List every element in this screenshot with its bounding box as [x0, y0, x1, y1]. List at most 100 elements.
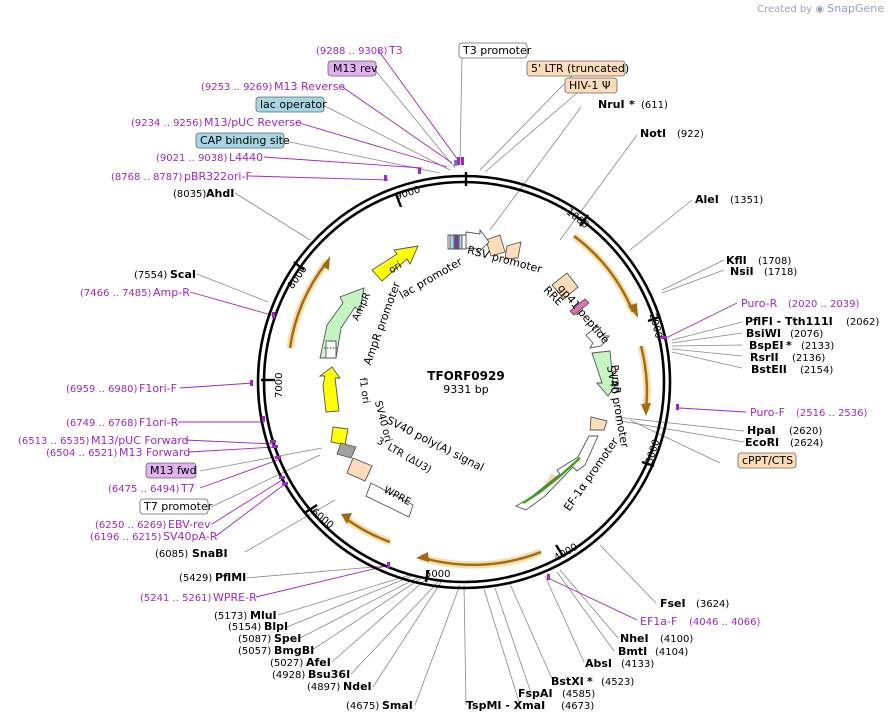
feature-label-ampr-promoter: AmpR promoter [361, 280, 403, 367]
svg-text:NotI: NotI [640, 127, 666, 140]
svg-text:(6475 .. 6494): (6475 .. 6494) [108, 484, 180, 495]
feature-label-rsv-promoter: RSV promoter [466, 243, 544, 276]
svg-text:M13/pUC Reverse: M13/pUC Reverse [204, 116, 302, 129]
primer-leader-lines [178, 49, 747, 621]
primer-amp-r: (7466 .. 7485)Amp-R [80, 286, 190, 299]
svg-text:FspAI: FspAI [518, 687, 553, 700]
credit-brand: SnapGene [827, 2, 884, 15]
svg-text:(2624): (2624) [790, 438, 823, 449]
svg-text:(4100): (4100) [660, 634, 693, 645]
box-hiv-psi: HIV-1 Ψ [569, 79, 611, 92]
svg-text:(1708): (1708) [758, 256, 791, 267]
svg-text:BstXI: BstXI [551, 675, 584, 688]
primers-left: (9288 .. 9308)T3 (9253 .. 9269)M13 Rever… [18, 44, 403, 604]
svg-text:T7: T7 [180, 482, 195, 495]
enzyme-ecori: EcoRI(2624) [745, 436, 823, 449]
tick-label-6000: 6000 [309, 507, 336, 532]
svg-text:NsiI: NsiI [730, 265, 754, 278]
svg-text:(6749 .. 6768): (6749 .. 6768) [66, 418, 138, 429]
enzyme-ahdi: (8035)AhdI [173, 187, 234, 200]
svg-text:(2062): (2062) [846, 317, 879, 328]
svg-text:(5057): (5057) [238, 646, 271, 657]
feature-label-puror: PuroR [608, 364, 622, 394]
snapgene-credit: Created by ◉ SnapGene [757, 2, 884, 15]
svg-text:(2136): (2136) [792, 353, 825, 364]
primer-puro-f: Puro-F(2516 .. 2536) [750, 406, 868, 419]
svg-text:(6959 .. 6980): (6959 .. 6980) [66, 384, 138, 395]
ltr3-box [346, 457, 373, 482]
enzyme-absi: AbsI(4133) [585, 657, 654, 670]
enzyme-bsteii: BstEII(2154) [751, 363, 833, 376]
enzyme-bstxi: BstXI*(4523) [551, 675, 634, 688]
svg-text:(6085): (6085) [155, 549, 188, 560]
svg-text:NheI: NheI [620, 632, 649, 645]
primer-f1ori-f: (6959 .. 6980)F1ori-F [66, 382, 177, 395]
backbone-outer [256, 174, 672, 590]
primer-t7: (6475 .. 6494)T7 [108, 482, 195, 495]
snapgene-logo-icon: ◉ [815, 4, 825, 15]
sv40-polya-box [336, 442, 357, 459]
tick-label-2000: 2000 [647, 312, 664, 339]
enzymes-left: (8035)AhdI (7554)ScaI (6085)SnaBI (5429)… [134, 187, 413, 712]
svg-text:(1351): (1351) [730, 195, 763, 206]
svg-text:M13 Forward: M13 Forward [119, 446, 190, 459]
svg-text:L4440: L4440 [229, 151, 263, 164]
svg-text:T3: T3 [388, 44, 403, 57]
enzyme-ndei: (4897)NdeI [307, 680, 372, 693]
enzyme-noti: NotI(922) [640, 127, 704, 140]
svg-text:*: * [786, 339, 792, 352]
tick-label-7000: 7000 [274, 373, 285, 398]
enzyme-afei: (5027)AfeI [270, 656, 331, 669]
svg-text:(611): (611) [641, 100, 668, 111]
svg-text:BstEII: BstEII [751, 363, 787, 376]
box-t7-promoter: T7 promoter [143, 500, 213, 513]
svg-text:SnaBI: SnaBI [192, 547, 228, 560]
ampr-arrow [319, 287, 365, 359]
puror-arrow [591, 350, 619, 397]
svg-text:BmtI: BmtI [618, 645, 647, 658]
svg-text:EF1a-F: EF1a-F [640, 615, 677, 628]
enzyme-nrui: NruI * (611) [598, 98, 668, 111]
svg-text:pBR322ori-F: pBR322ori-F [184, 170, 252, 183]
primer-pbr322ori-f: (8768 .. 8787)pBR322ori-F [111, 170, 252, 183]
svg-text:(6250 .. 6269): (6250 .. 6269) [95, 520, 167, 531]
tick-label-3000: 3000 [644, 438, 662, 466]
enzyme-spei: (5087)SpeI [238, 632, 301, 645]
box-m13-fwd: M13 fwd [150, 464, 197, 477]
feature-shapes [318, 228, 619, 518]
svg-text:(4104): (4104) [655, 647, 688, 658]
primer-m13-puc-reverse: (9234 .. 9256)M13/pUC Reverse [131, 116, 302, 129]
primer-t3: (9288 .. 9308)T3 [316, 44, 403, 57]
enzyme-pflmi: (5429)PflMI [179, 571, 246, 584]
svg-text:(9021 .. 9038): (9021 .. 9038) [156, 153, 228, 164]
f1-ori-arrow [318, 366, 341, 413]
svg-text:(2133): (2133) [801, 341, 834, 352]
primer-wpre-r: (5241 .. 5261)WPRE-R [140, 591, 257, 604]
svg-text:(7554): (7554) [134, 270, 167, 281]
box-cap-binding-site: CAP binding site [200, 134, 290, 147]
svg-text:M13/pUC Forward: M13/pUC Forward [91, 434, 189, 447]
svg-text:F1ori-R: F1ori-R [139, 416, 179, 429]
primer-ef1a-f: EF1a-F(4046 .. 4066) [640, 615, 761, 628]
enzyme-pflfi-tth111i: PflFI - Tth111I(2062) [745, 315, 879, 328]
enzyme-fsei: FseI(3624) [660, 597, 729, 610]
sv40-promoter-arrow [585, 325, 610, 349]
svg-text:Puro-R: Puro-R [741, 297, 778, 310]
svg-text:*: * [629, 98, 635, 111]
svg-text:(5241 .. 5261): (5241 .. 5261) [140, 593, 212, 604]
enzyme-rsrii: RsrII(2136) [750, 351, 825, 364]
svg-text:(5154): (5154) [228, 622, 261, 633]
svg-text:(4585): (4585) [562, 689, 595, 700]
enzyme-bsiwi: BsiWI(2076) [746, 327, 823, 340]
ori-arrow [371, 245, 419, 282]
svg-text:BmgBI: BmgBI [274, 644, 314, 657]
svg-text:NruI: NruI [598, 98, 625, 111]
svg-text:AleI: AleI [695, 193, 719, 206]
svg-text:(8768 .. 8787): (8768 .. 8787) [111, 172, 183, 183]
enzyme-bmti: BmtI (4104) [618, 645, 688, 658]
svg-text:(6513 .. 6535): (6513 .. 6535) [18, 436, 90, 447]
svg-text:TspMI - XmaI: TspMI - XmaI [466, 699, 545, 712]
svg-text:Amp-R: Amp-R [153, 286, 190, 299]
svg-text:Bsu36I: Bsu36I [308, 668, 350, 681]
